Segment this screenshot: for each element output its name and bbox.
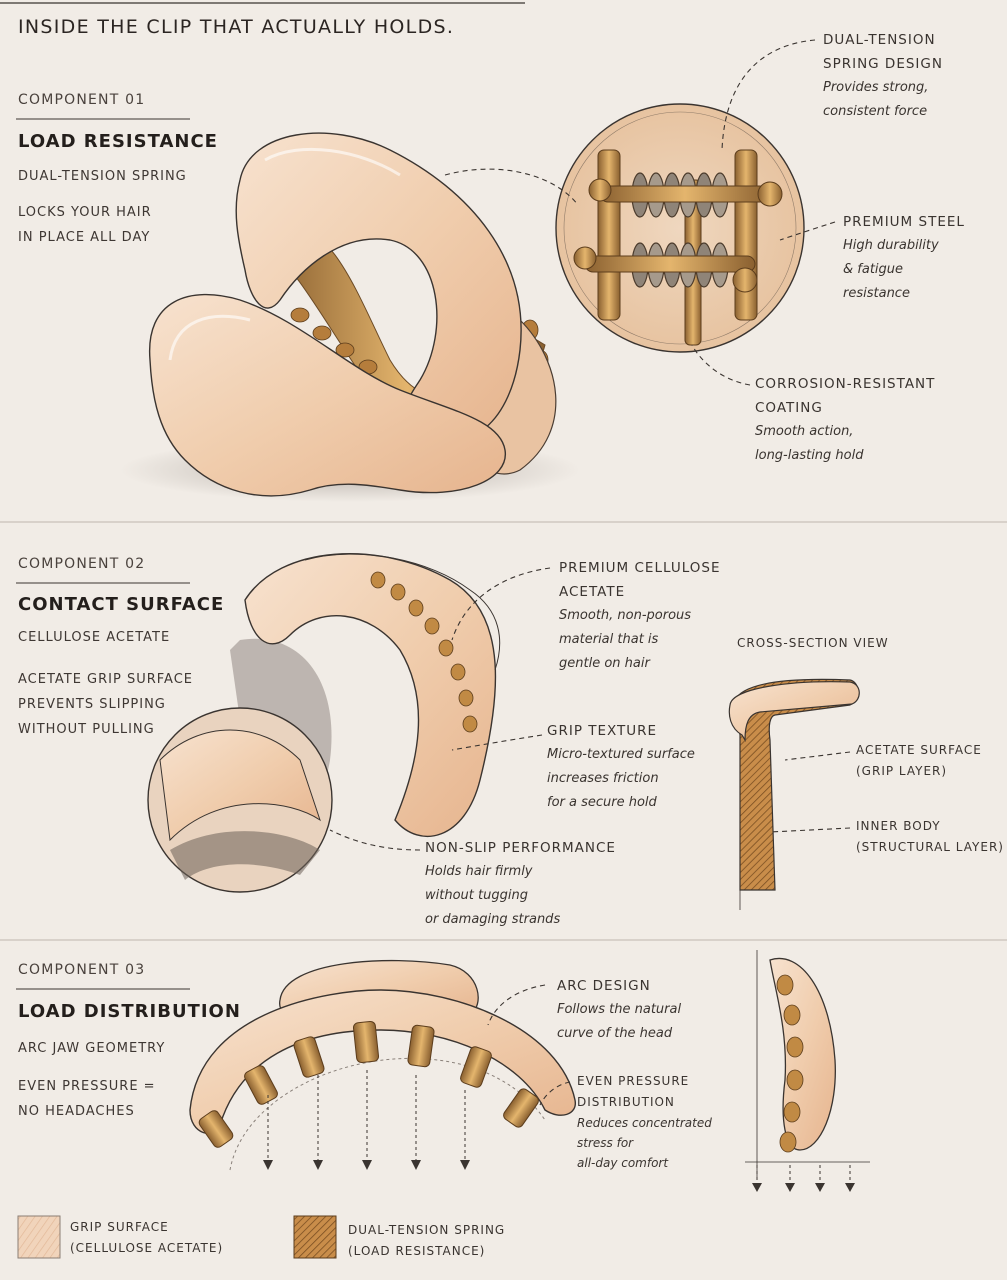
callout-body: material that is [559,632,659,647]
callout-premium-acetate: PREMIUM CELLULOSE ACETATE Smooth, non-po… [559,556,720,676]
callout-heading: (GRIP LAYER) [856,764,948,778]
legend-grip-label: GRIP SURFACE (CELLULOSE ACETATE) [70,1217,223,1259]
component-2-subtitle: CELLULOSE ACETATE [18,630,171,645]
component-3-subtitle: ARC JAW GEOMETRY [18,1041,166,1056]
callout-arc-design: ARC DESIGN Follows the natural curve of … [557,974,681,1046]
callout-heading: ACETATE SURFACE [856,743,982,757]
component-1-title: LOAD RESISTANCE [18,131,218,152]
callout-even-pressure: EVEN PRESSURE DISTRIBUTION Reduces conce… [577,1071,712,1173]
component-3-title: LOAD DISTRIBUTION [18,1001,241,1022]
callout-body: or damaging strands [425,912,561,927]
callout-heading: EVEN PRESSURE [577,1074,690,1088]
callout-body: Micro-textured surface [547,747,695,762]
callout-grip-texture: GRIP TEXTURE Micro-textured surface incr… [547,719,695,815]
callout-body: Follows the natural [557,1002,682,1017]
callout-heading: DISTRIBUTION [577,1095,675,1109]
callout-heading: INNER BODY [856,819,941,833]
desc-line: ACETATE GRIP SURFACE [18,672,194,687]
desc-line: LOCKS YOUR HAIR [18,205,152,220]
callout-body: curve of the head [557,1026,673,1041]
callout-heading: SPRING DESIGN [823,56,943,72]
arc-jaw-illustration [189,959,576,1171]
legend-swatch-grip [17,1215,61,1259]
cross-section-illustration [728,678,860,910]
callout-body: without tugging [425,888,528,903]
page-title: INSIDE THE CLIP THAT ACTUALLY HOLDS. [18,16,455,38]
legend-text: DUAL-TENSION SPRING [348,1223,506,1237]
legend-text: (CELLULOSE ACETATE) [70,1241,224,1255]
legend-swatch-spring [293,1215,337,1259]
callout-heading: PREMIUM STEEL [843,214,965,230]
callout-body: Holds hair firmly [425,864,533,879]
legend-text: GRIP SURFACE [70,1220,169,1234]
component-2-title: CONTACT SURFACE [18,594,225,615]
callout-body: Smooth, non-porous [559,608,692,623]
legend-spring-label: DUAL-TENSION SPRING (LOAD RESISTANCE) [348,1220,505,1262]
legend-text: (LOAD RESISTANCE) [348,1244,486,1258]
callout-heading: GRIP TEXTURE [547,723,658,739]
leader-lines-3 [487,984,571,1106]
callout-corrosion: CORROSION-RESISTANT COATING Smooth actio… [755,372,935,468]
callout-heading: CORROSION-RESISTANT [755,376,936,392]
component-1-desc: LOCKS YOUR HAIR IN PLACE ALL DAY [18,200,152,250]
callout-body: & fatigue [843,262,904,277]
component-2-label: COMPONENT 02 [18,556,146,572]
callout-heading: NON-SLIP PERFORMANCE [425,840,616,856]
callout-premium-steel: PREMIUM STEEL High durability & fatigue … [843,210,965,306]
callout-heading: PREMIUM CELLULOSE [559,560,721,576]
contact-surface-illustration [147,553,501,893]
callout-non-slip: NON-SLIP PERFORMANCE Holds hair firmly w… [425,836,616,932]
callout-heading: DUAL-TENSION [823,32,936,48]
cross-section-title: CROSS-SECTION VIEW [737,636,889,650]
callout-body: increases friction [547,771,659,786]
callout-body: Provides strong, [823,80,929,95]
callout-body: High durability [843,238,939,253]
callout-body: all-day comfort [577,1156,669,1170]
desc-line: WITHOUT PULLING [18,722,155,737]
arc-jaw-side-view [745,950,870,1192]
callout-inner-body: INNER BODY (STRUCTURAL LAYER) [856,816,1004,858]
leader-lines-1 [444,39,836,386]
callout-heading: COATING [755,400,823,416]
callout-heading: ACETATE [559,584,626,600]
callout-body: for a secure hold [547,795,657,810]
spring-zoom-circle [555,103,805,353]
desc-line: PREVENTS SLIPPING [18,697,166,712]
component-1-label: COMPONENT 01 [18,92,146,108]
component-3-desc: EVEN PRESSURE = NO HEADACHES [18,1074,156,1124]
leader-lines-2 [329,567,851,851]
callout-body: Smooth action, [755,424,854,439]
desc-line: EVEN PRESSURE = [18,1079,156,1094]
claw-clip-illustration [120,132,580,502]
callout-heading: ARC DESIGN [557,978,651,994]
component-3-label: COMPONENT 03 [18,962,146,978]
callout-body: consistent force [823,104,928,119]
callout-heading: (STRUCTURAL LAYER) [856,840,1004,854]
callout-acetate-surface: ACETATE SURFACE (GRIP LAYER) [856,740,982,782]
callout-body: gentle on hair [559,656,650,671]
callout-body: stress for [577,1136,634,1150]
callout-dual-tension: DUAL-TENSION SPRING DESIGN Provides stro… [823,28,943,124]
callout-body: Reduces concentrated [577,1116,712,1130]
component-2-desc: ACETATE GRIP SURFACE PREVENTS SLIPPING W… [18,667,193,742]
desc-line: IN PLACE ALL DAY [18,230,151,245]
component-1-subtitle: DUAL-TENSION SPRING [18,169,187,184]
callout-body: resistance [843,286,910,301]
callout-body: long-lasting hold [755,448,864,463]
desc-line: NO HEADACHES [18,1104,135,1119]
